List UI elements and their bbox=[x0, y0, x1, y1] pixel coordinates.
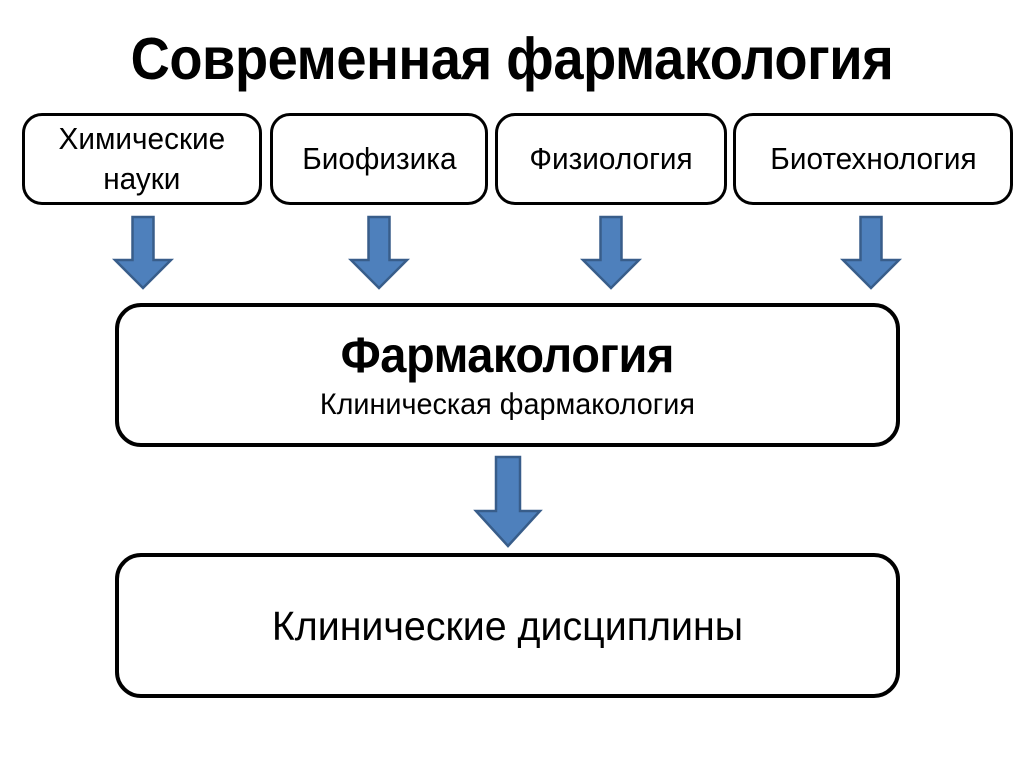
arrow-down-icon-pharmacology-to-clinical bbox=[473, 455, 543, 549]
arrow-down-icon-biophysics bbox=[348, 215, 410, 291]
node-sublabel-clinical-pharmacology: Клиническая фармакология bbox=[319, 388, 696, 421]
node-physiology[interactable]: Физиология bbox=[495, 113, 727, 205]
arrow-down-icon-chemical-sciences bbox=[112, 215, 174, 291]
node-biophysics[interactable]: Биофизика bbox=[270, 113, 488, 205]
node-biotechnology[interactable]: Биотехнология bbox=[733, 113, 1013, 205]
node-chemical-sciences[interactable]: Химические науки bbox=[22, 113, 262, 205]
node-clinical-disciplines[interactable]: Клинические дисциплины bbox=[115, 553, 900, 698]
arrow-down-icon-physiology bbox=[580, 215, 642, 291]
node-label-pharmacology: Фармакология bbox=[340, 327, 675, 383]
node-label-physiology: Физиология bbox=[529, 141, 693, 176]
page-title: Современная фармакология bbox=[130, 26, 894, 92]
node-label-biotechnology: Биотехнология bbox=[769, 141, 977, 176]
node-label-chemical-sciences: Химические науки bbox=[58, 121, 226, 196]
node-label-biophysics: Биофизика bbox=[301, 141, 457, 176]
node-pharmacology[interactable]: Фармакология Клиническая фармакология bbox=[115, 303, 900, 447]
arrow-down-icon-biotechnology bbox=[840, 215, 902, 291]
node-label-clinical-disciplines: Клинические дисциплины bbox=[271, 602, 744, 649]
